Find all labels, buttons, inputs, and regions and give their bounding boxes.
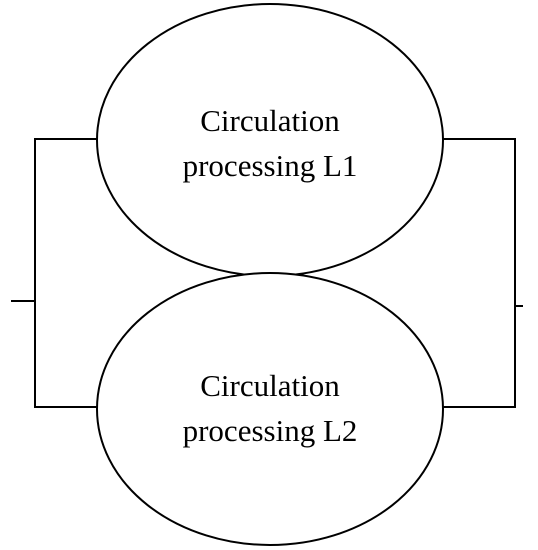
node-l2-label-line1: Circulation [200,368,340,403]
node-l1-label-line2: processing L1 [183,148,358,183]
node-l2-label-line2: processing L2 [183,413,358,448]
node-l1-ellipse [96,3,444,277]
node-l1-label-line1: Circulation [200,103,340,138]
node-circulation-processing-l2: Circulation processing L2 [96,272,444,546]
node-circulation-processing-l1: Circulation processing L1 [96,3,444,277]
node-l2-ellipse [96,272,444,546]
